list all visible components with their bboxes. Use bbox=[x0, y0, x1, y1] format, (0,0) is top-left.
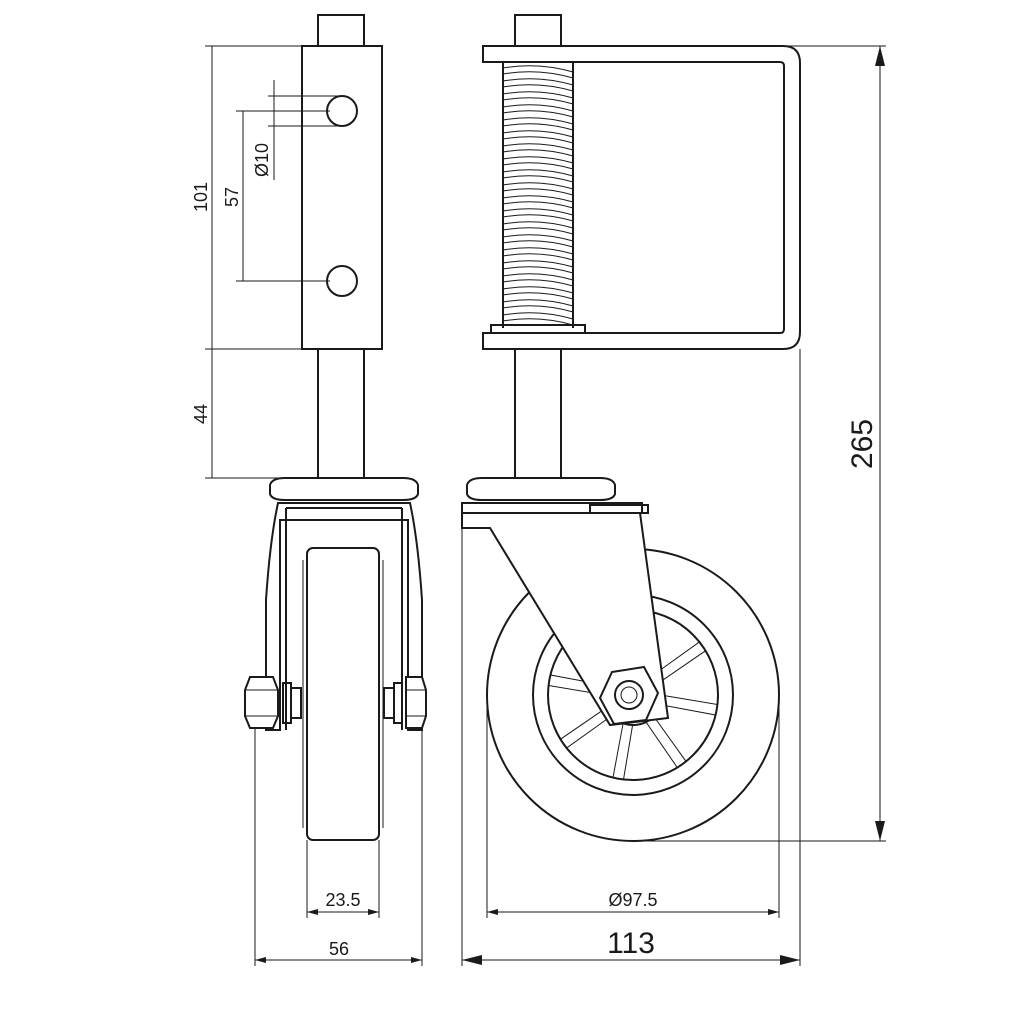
side-axle-nut bbox=[598, 665, 660, 726]
dim-label-mount-height: 101 bbox=[191, 182, 211, 212]
side-view bbox=[461, 14, 801, 842]
side-spring bbox=[490, 62, 586, 334]
side-swivel-cap bbox=[466, 477, 616, 501]
side-u-bracket bbox=[482, 45, 801, 350]
side-top-pin bbox=[514, 14, 562, 47]
dimension-lines bbox=[205, 45, 886, 966]
front-top-pin bbox=[317, 14, 365, 47]
dim-label-hole-spacing: 57 bbox=[222, 187, 242, 207]
side-stem bbox=[514, 348, 562, 479]
dim-label-total-length: 113 bbox=[607, 927, 655, 960]
dim-label-hole-diameter: Ø10 bbox=[252, 143, 272, 177]
dim-label-wheel-width: 23.5 bbox=[325, 890, 360, 910]
dim-label-total-height: 265 bbox=[846, 419, 879, 469]
dim-label-fork-width: 56 bbox=[329, 939, 349, 959]
front-swivel-cap bbox=[269, 477, 419, 501]
front-axle-nut-left bbox=[244, 676, 279, 729]
front-mounting-plate bbox=[301, 45, 383, 350]
front-view bbox=[244, 14, 427, 841]
dim-label-wheel-diameter: Ø97.5 bbox=[608, 890, 657, 910]
front-wheel bbox=[306, 547, 380, 841]
front-fork bbox=[265, 502, 423, 731]
dim-label-stem-length: 44 bbox=[191, 404, 211, 424]
front-axle-nut-right bbox=[405, 676, 427, 729]
dimension-labels: 101 57 Ø10 44 265 23.5 56 Ø97.5 113 bbox=[191, 143, 879, 960]
front-stem bbox=[317, 348, 365, 479]
